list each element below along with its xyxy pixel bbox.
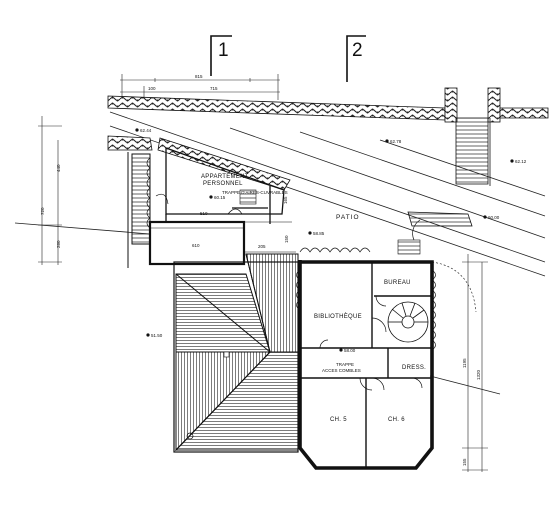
terrace-steps: [407, 211, 473, 241]
dim-610: 610: [192, 243, 200, 248]
dim-155: 155: [462, 458, 467, 466]
entry-steps: [397, 239, 421, 255]
appartement-label-line2: PERSONNEL: [203, 181, 243, 187]
section-marker-2: 2: [346, 35, 366, 82]
dim-815: 815: [195, 74, 203, 79]
dim-150: 150: [284, 235, 289, 243]
section-marker-1: 1: [210, 35, 232, 76]
level-mark-6278: 62.78: [385, 139, 402, 144]
trappe-note-top: TRAPPE D'AIRES-CUVRABLES: [222, 190, 288, 195]
level-6212: 62.12: [515, 159, 527, 164]
level-mark-6244: 62.44: [135, 128, 152, 133]
ch5-label: CH. 5: [330, 417, 347, 423]
section-marker-2-label: 2: [352, 40, 363, 61]
trappe-note-bottom-line1: TRAPPE: [336, 362, 354, 367]
level-mark-5885: 58.85: [308, 231, 325, 236]
dim-440: 440: [56, 164, 61, 172]
dim-100: 100: [148, 86, 156, 91]
level-mark-6000: 60.00: [483, 215, 500, 220]
dim-715: 715: [210, 86, 218, 91]
section-marker-1-label: 1: [218, 40, 229, 61]
ch6-label: CH. 6: [388, 417, 405, 423]
bibliotheque-label: BIBLIOTHÈQUE: [314, 313, 362, 320]
bureau-label: BUREAU: [384, 280, 411, 286]
level-mark-5800: 58.00: [339, 348, 356, 353]
level-mark-5150: 51.50: [146, 333, 163, 338]
left-dimension-lines: [38, 116, 62, 265]
garden-arc: [431, 261, 477, 313]
level-6000: 60.00: [488, 215, 500, 220]
appartement-stairs: [239, 189, 257, 205]
top-dimension-lines: [120, 74, 280, 100]
patio-label: PATIO: [336, 214, 360, 221]
right-dimension-lines: [462, 254, 488, 472]
house-partitions: [299, 262, 432, 469]
appartement-label-line1: APPARTEMENT: [201, 174, 249, 180]
central-block: [148, 220, 296, 266]
dim-510: 510: [200, 211, 208, 216]
level-5800: 58.00: [344, 348, 356, 353]
spiral-staircase: [387, 301, 429, 343]
dim-1195: 1195: [462, 358, 467, 368]
dim-205: 205: [258, 244, 266, 249]
dim-1320: 1320: [476, 369, 481, 380]
dim-280: 280: [56, 240, 61, 248]
level-mark-6212: 62.12: [510, 159, 527, 164]
door-swings: [319, 295, 423, 391]
level-5150: 51.50: [151, 333, 163, 338]
level-5885: 58.85: [313, 231, 325, 236]
level-6015: 60.15: [214, 195, 226, 200]
roof-hatched: [173, 253, 299, 453]
level-mark-6015: 60.15: [209, 195, 226, 200]
dress-label: DRESS.: [402, 365, 426, 371]
dim-165: 165: [283, 196, 288, 204]
trappe-note-bottom-line2: ACCES COMBLES: [322, 368, 361, 373]
appartement-walls: [155, 147, 285, 224]
left-staircase: [127, 152, 151, 268]
level-6278: 62.78: [390, 139, 402, 144]
shrubs: [146, 157, 436, 351]
level-6244: 62.44: [140, 128, 152, 133]
stone-wall-top: [107, 87, 549, 186]
dim-720: 720: [40, 207, 45, 215]
